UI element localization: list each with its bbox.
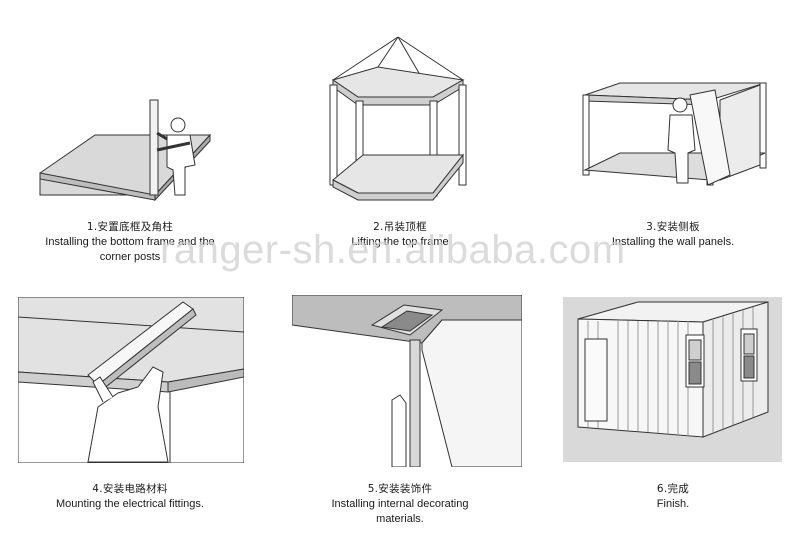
step-1-title-cn: 1.安置底框及角柱 [86, 221, 174, 233]
step-1-caption: 1.安置底框及角柱 Installing the bottom frame an… [30, 220, 230, 265]
step-5-title-en: Installing internal decorating materials… [331, 498, 469, 525]
step-1-title-en: Installing the bottom frame and the corn… [45, 236, 215, 263]
step-4-illustration [18, 297, 244, 463]
step-6-title-cn: 6.完成 [656, 483, 690, 495]
step-2-title-en: Lifting the top frame [351, 236, 449, 248]
step-6-illustration [563, 297, 782, 462]
step-4-caption: 4.安装电路材料 Mounting the electrical fitting… [30, 482, 230, 512]
step-2-title-cn: 2.吊装顶框 [373, 221, 427, 233]
step-3-caption: 3.安装侧板 Installing the wall panels. [578, 220, 768, 250]
step-3-title-cn: 3.安装侧板 [646, 221, 700, 233]
step-2-caption: 2.吊装顶框 Lifting the top frame [300, 220, 500, 250]
step-5-title-cn: 5.安装装饰件 [367, 483, 433, 495]
step-6-title-en: Finish. [656, 498, 690, 510]
step-3-title-en: Installing the wall panels. [611, 236, 735, 248]
step-4-title-en: Mounting the electrical fittings. [56, 498, 204, 510]
step-2-illustration [318, 35, 478, 205]
step-1-illustration [35, 95, 225, 205]
step-6-caption: 6.完成 Finish. [583, 482, 763, 512]
step-3-illustration [580, 65, 770, 195]
step-5-illustration [292, 295, 522, 467]
step-4-title-cn: 4.安装电路材料 [92, 483, 168, 495]
step-5-caption: 5.安装装饰件 Installing internal decorating m… [310, 482, 490, 527]
